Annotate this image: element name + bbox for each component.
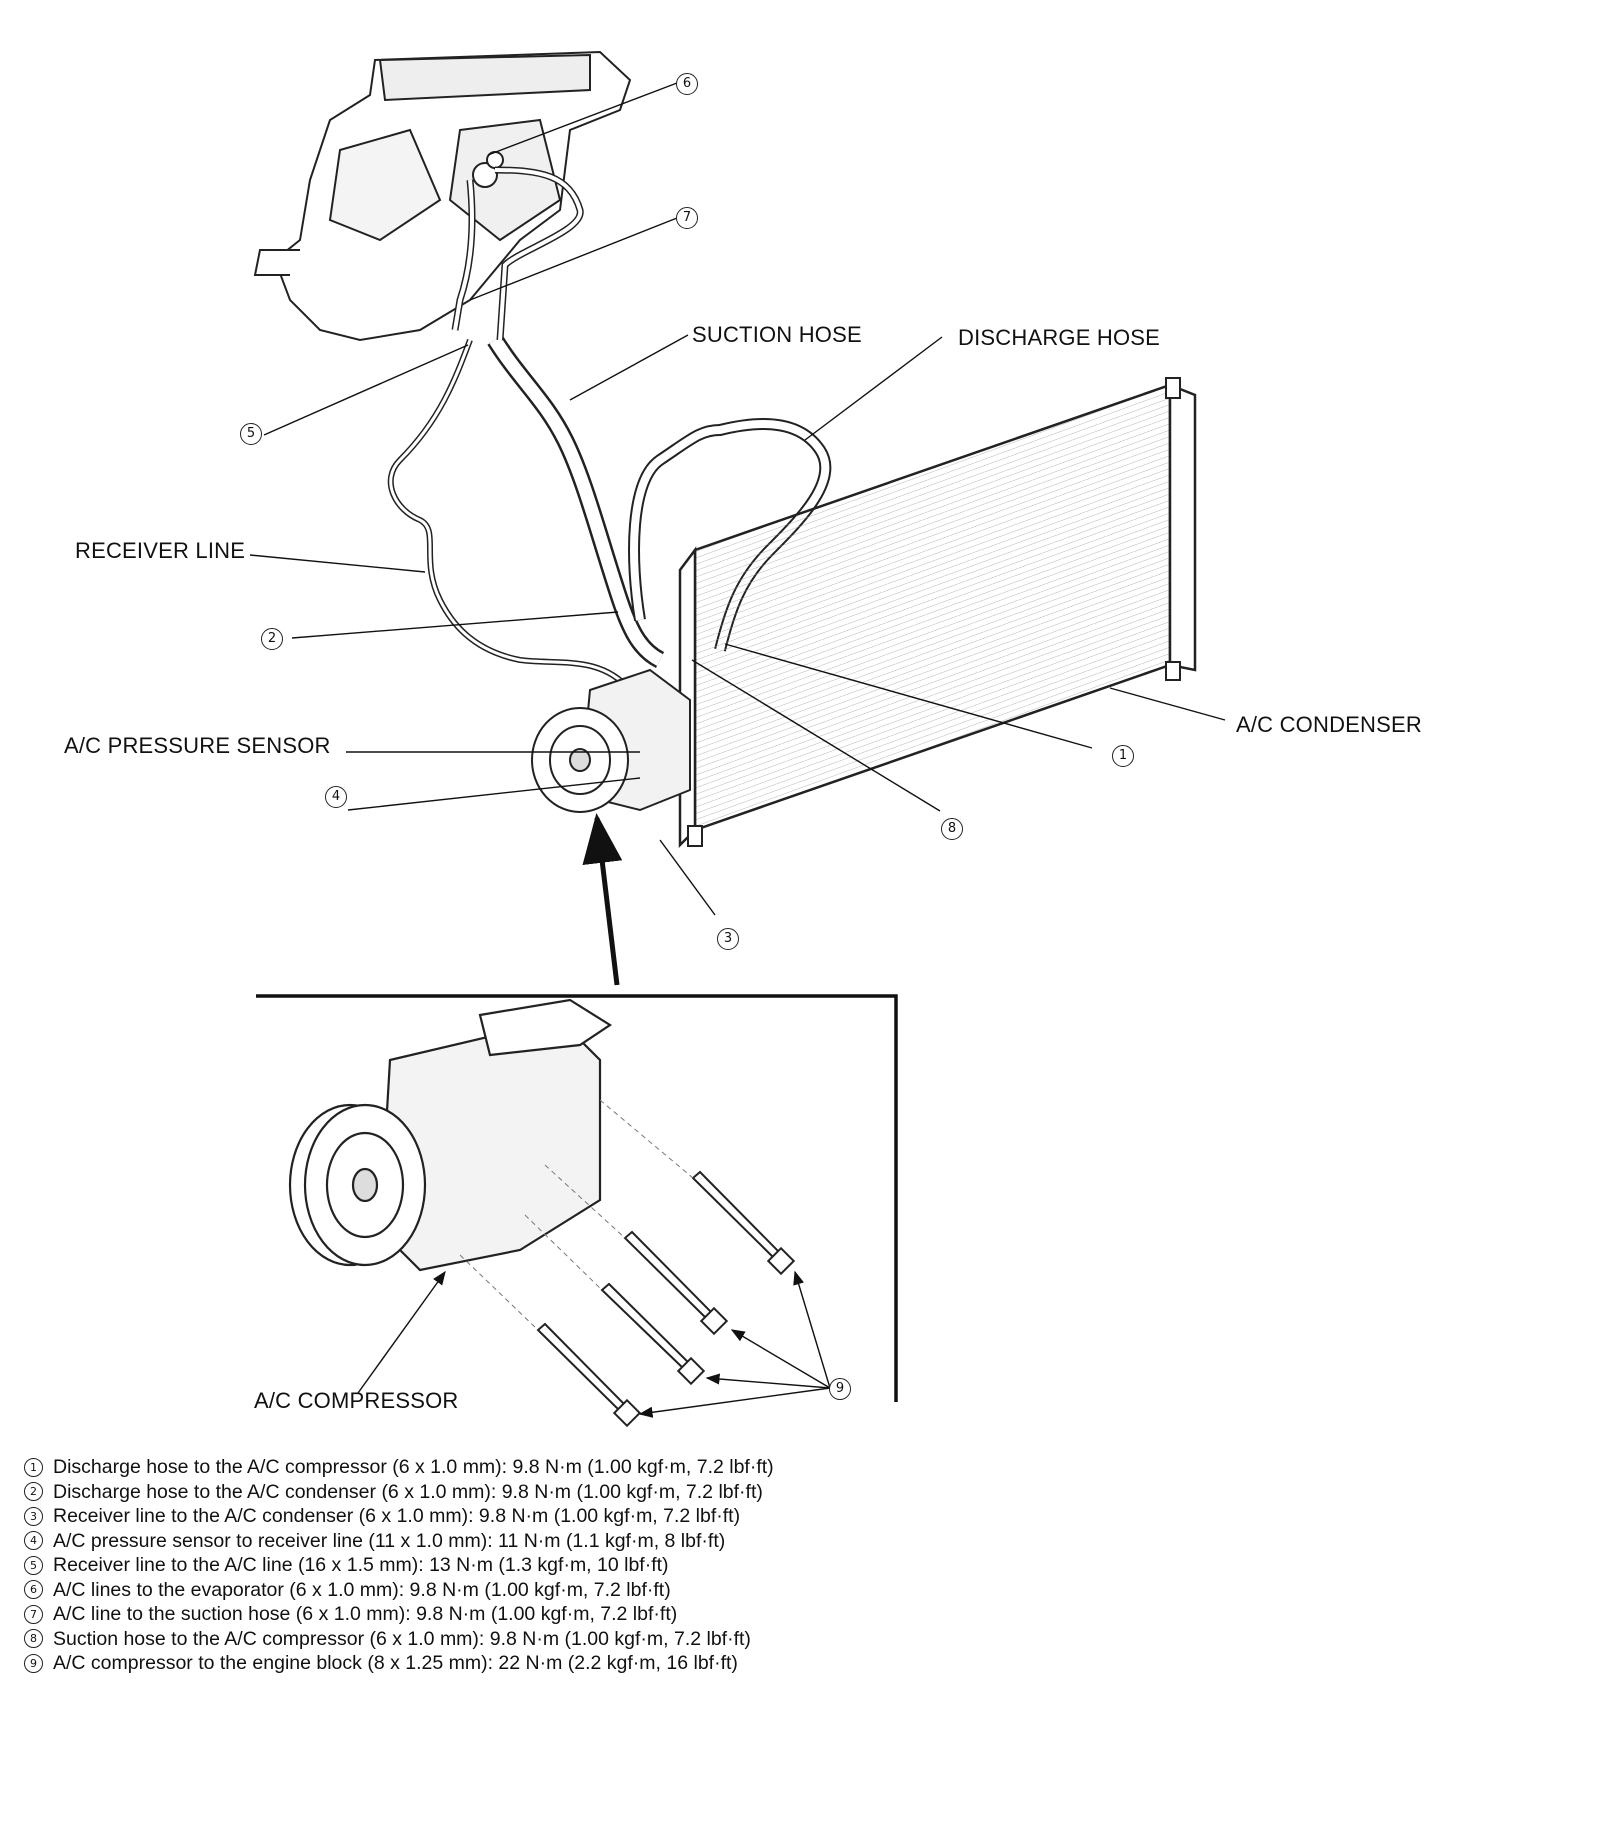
legend-text: A/C compressor to the engine block (8 x … bbox=[53, 1652, 738, 1674]
legend-text: Discharge hose to the A/C compressor (6 … bbox=[53, 1456, 774, 1478]
legend-text: A/C pressure sensor to receiver line (11… bbox=[53, 1529, 726, 1552]
discharge-hose-label: DISCHARGE HOSE bbox=[958, 325, 1161, 350]
legend-item-6: 6 A/C lines to the evaporator (6 x 1.0 mm… bbox=[24, 1578, 774, 1603]
legend-item-4: 4 A/C pressure sensor to receiver line (1… bbox=[24, 1529, 774, 1554]
legend-text: Receiver line to the A/C condenser (6 x … bbox=[53, 1505, 741, 1527]
legend-number: 2 bbox=[24, 1482, 43, 1502]
legend-item-5: 5 Receiver line to the A/C line (16 x 1.5… bbox=[24, 1553, 774, 1578]
receiver-line-label: RECEIVER LINE bbox=[75, 538, 246, 563]
legend-item-9: 9 A/C compressor to the engine block (8 x… bbox=[24, 1651, 774, 1676]
legend-item-7: 7 A/C line to the suction hose (6 x 1.0 m… bbox=[24, 1602, 774, 1627]
legend-text: A/C line to the suction hose (6 x 1.0 mm… bbox=[53, 1603, 678, 1625]
ac-compressor-detail bbox=[288, 998, 613, 1272]
callout-8: 8 bbox=[941, 818, 963, 840]
legend-text: A/C lines to the evaporator (6 x 1.0 mm)… bbox=[53, 1578, 671, 1601]
callout-4: 4 bbox=[325, 786, 347, 808]
legend-text: Suction hose to the A/C compressor (6 x … bbox=[53, 1627, 751, 1650]
legend-number: 7 bbox=[24, 1604, 43, 1624]
ac-compressor-installed bbox=[531, 668, 691, 813]
legend-item-3: 3 Receiver line to the A/C condenser (6 x… bbox=[24, 1504, 774, 1529]
legend-number: 4 bbox=[24, 1531, 43, 1551]
legend-number: 6 bbox=[24, 1580, 43, 1600]
legend-item-1: 1 Discharge hose to the A/C compressor (6… bbox=[24, 1455, 774, 1480]
legend-item-2: 2 Discharge hose to the A/C condenser (6 … bbox=[24, 1480, 774, 1505]
ac-pressure-sensor-label: A/C PRESSURE SENSOR bbox=[64, 733, 331, 758]
evaporator-unit bbox=[253, 50, 632, 342]
legend-text: Receiver line to the A/C line (16 x 1.5 … bbox=[53, 1554, 669, 1576]
torque-legend: 1 Discharge hose to the A/C compressor (6… bbox=[24, 1455, 774, 1676]
legend-number: 3 bbox=[24, 1506, 43, 1526]
ac-condenser bbox=[678, 377, 1197, 849]
legend-number: 8 bbox=[24, 1629, 43, 1649]
ac-condenser-label: A/C CONDENSER bbox=[1236, 712, 1422, 737]
legend-item-8: 8 Suction hose to the A/C compressor (6 x… bbox=[24, 1627, 774, 1652]
callout-5: 5 bbox=[240, 423, 262, 445]
mounting-bolts bbox=[536, 1170, 796, 1428]
ac-compressor-label: A/C COMPRESSOR bbox=[254, 1388, 459, 1413]
callout-6: 6 bbox=[676, 73, 698, 95]
callout-7: 7 bbox=[676, 207, 698, 229]
legend-text: Discharge hose to the A/C condenser (6 x… bbox=[53, 1480, 763, 1503]
callout-1: 1 bbox=[1112, 745, 1134, 767]
callout-3: 3 bbox=[717, 928, 739, 950]
callout-9: 9 bbox=[829, 1378, 851, 1400]
legend-number: 9 bbox=[24, 1653, 43, 1673]
inset-frame bbox=[256, 994, 898, 1402]
callout-2: 2 bbox=[261, 628, 283, 650]
suction-hose-label: SUCTION HOSE bbox=[692, 322, 862, 347]
legend-number: 1 bbox=[24, 1457, 43, 1477]
legend-number: 5 bbox=[24, 1555, 43, 1575]
